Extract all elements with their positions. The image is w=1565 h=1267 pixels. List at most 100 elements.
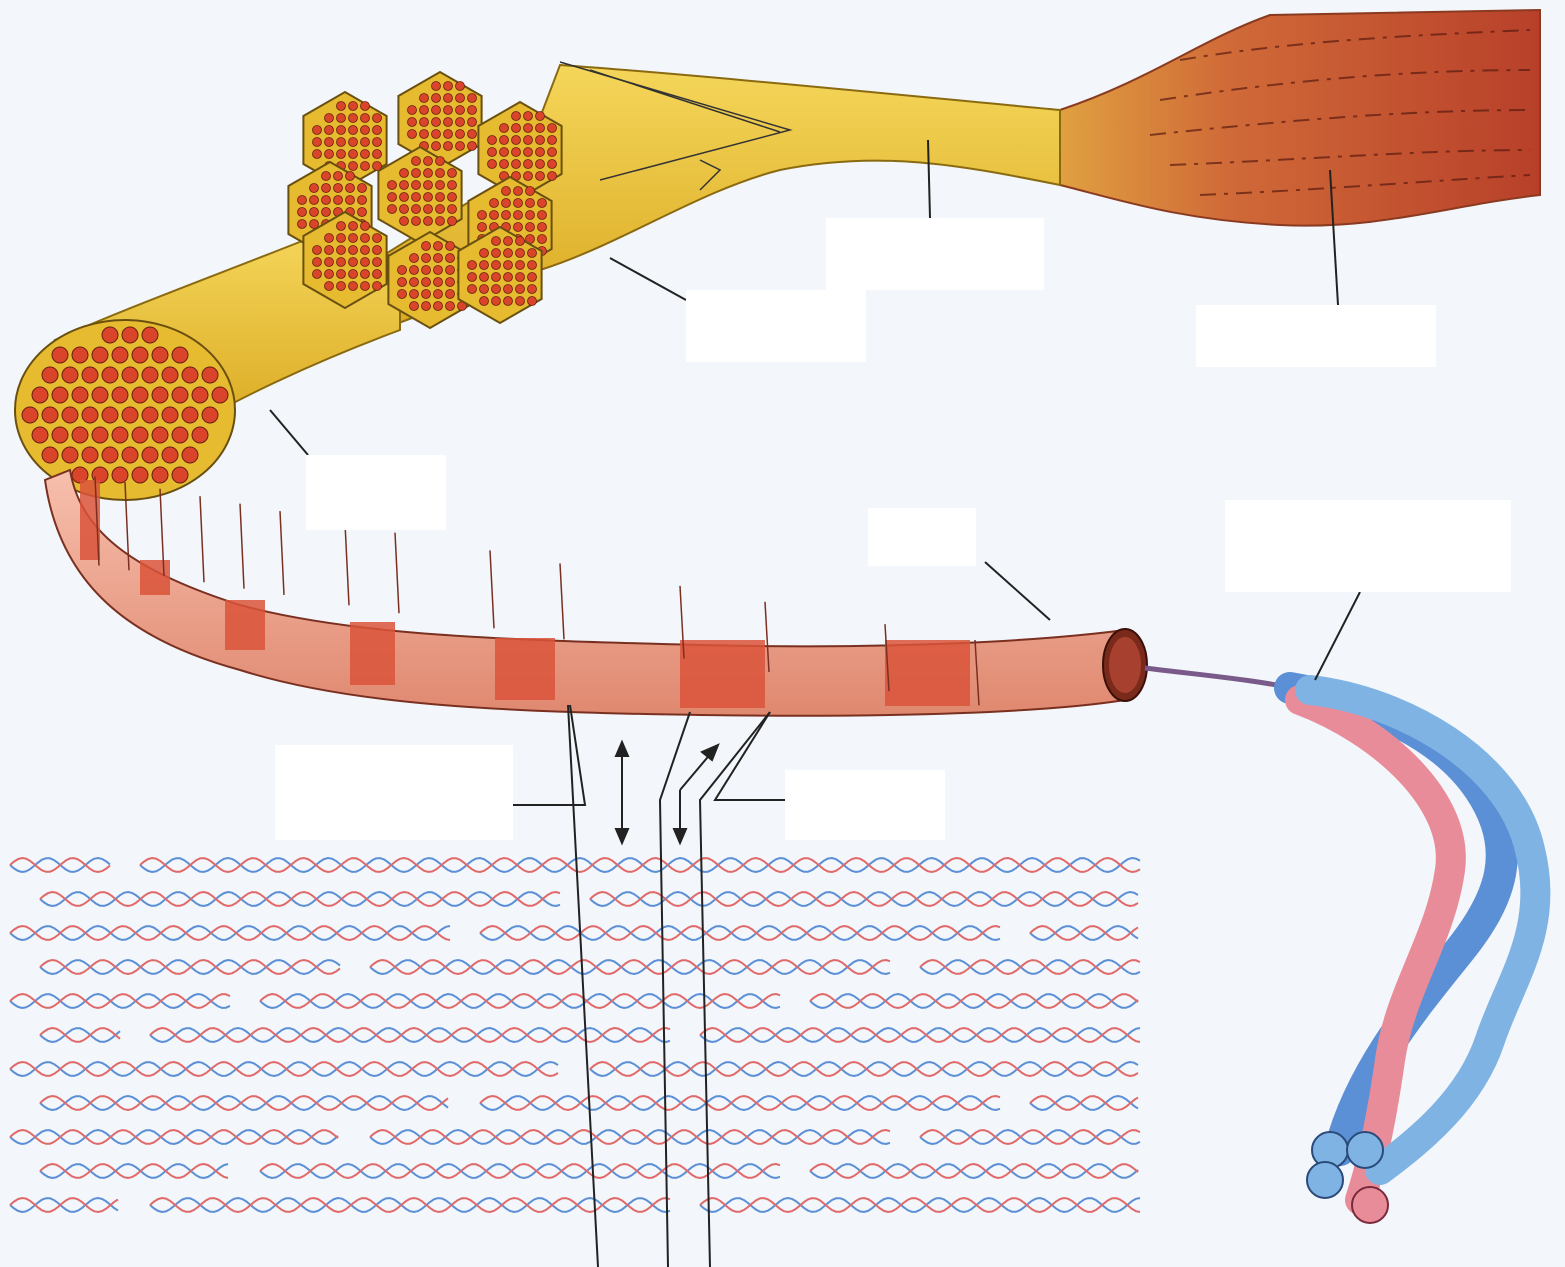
fiber-dot bbox=[468, 130, 477, 139]
fiber-dot bbox=[373, 126, 382, 135]
fiber-dot bbox=[62, 447, 78, 463]
fiber-dot bbox=[524, 112, 533, 121]
fiber-dot bbox=[488, 136, 497, 145]
fiber-dot bbox=[504, 237, 513, 246]
fiber-dot bbox=[358, 196, 367, 205]
fiber-dot bbox=[152, 387, 168, 403]
fiber-dot bbox=[492, 237, 501, 246]
fiber-dot bbox=[514, 211, 523, 220]
fiber-dot bbox=[528, 285, 537, 294]
fiber-dot bbox=[502, 199, 511, 208]
fiber-dot bbox=[538, 223, 547, 232]
fiber-dot bbox=[434, 254, 443, 263]
fiber-dot bbox=[434, 278, 443, 287]
fiber-dot bbox=[373, 234, 382, 243]
fiber-dot bbox=[528, 249, 537, 258]
fiber-dot bbox=[536, 124, 545, 133]
fiber-dot bbox=[349, 150, 358, 159]
fiber-dot bbox=[361, 150, 370, 159]
fiber-dot bbox=[358, 184, 367, 193]
fiber-dot bbox=[325, 126, 334, 135]
fiber-dot bbox=[182, 407, 198, 423]
fiber-dot bbox=[410, 290, 419, 299]
fiber-dot bbox=[432, 130, 441, 139]
fiber-dot bbox=[524, 148, 533, 157]
fiber-dot bbox=[526, 211, 535, 220]
helix-strand-red bbox=[150, 1198, 670, 1212]
fiber-dot bbox=[512, 136, 521, 145]
fiber-dot bbox=[524, 172, 533, 181]
fiber-dot bbox=[361, 114, 370, 123]
fiber-dot bbox=[322, 208, 331, 217]
fiber-dot bbox=[412, 169, 421, 178]
fiber-dot bbox=[142, 367, 158, 383]
fiber-dot bbox=[448, 181, 457, 190]
fiber-dot bbox=[468, 94, 477, 103]
fiber-dot bbox=[444, 142, 453, 151]
fiber-dot bbox=[538, 199, 547, 208]
fiber-dot bbox=[346, 196, 355, 205]
helix-strand-blue bbox=[40, 892, 560, 906]
fascicle-cross-section bbox=[15, 320, 235, 500]
helix-strand-blue bbox=[370, 1130, 890, 1144]
fiber-dot bbox=[480, 285, 489, 294]
fiber-dot bbox=[456, 118, 465, 127]
fiber-dot bbox=[480, 261, 489, 270]
helix-strand-blue bbox=[260, 1164, 780, 1178]
fiber-dot bbox=[152, 347, 168, 363]
fiber-dot bbox=[334, 184, 343, 193]
fiber-dot bbox=[325, 114, 334, 123]
fiber-dot bbox=[448, 217, 457, 226]
fiber-dot bbox=[456, 142, 465, 151]
muscle-belly bbox=[1060, 10, 1540, 226]
helix-strand-red bbox=[10, 858, 110, 872]
fiber-dot bbox=[420, 106, 429, 115]
fibril bbox=[45, 470, 1147, 716]
fiber-dot bbox=[72, 427, 88, 443]
fiber-dot bbox=[82, 447, 98, 463]
fiber-dot bbox=[373, 138, 382, 147]
fiber-dot bbox=[444, 94, 453, 103]
fiber-dot bbox=[152, 427, 168, 443]
fiber-dot bbox=[349, 222, 358, 231]
fiber-dot bbox=[400, 217, 409, 226]
fiber-dot bbox=[408, 130, 417, 139]
fiber-dot bbox=[358, 208, 367, 217]
fiber-dot bbox=[432, 94, 441, 103]
fibril-seam bbox=[240, 504, 244, 589]
fiber-dot bbox=[337, 270, 346, 279]
helix-strand-blue bbox=[150, 1028, 670, 1042]
fiber-dot bbox=[412, 181, 421, 190]
fiber-dot bbox=[516, 285, 525, 294]
fiber-dot bbox=[516, 261, 525, 270]
fiber-dot bbox=[412, 217, 421, 226]
fibril-dark-band bbox=[885, 640, 970, 706]
fiber-dot bbox=[334, 172, 343, 181]
fiber-dot bbox=[349, 102, 358, 111]
fiber-dot bbox=[349, 270, 358, 279]
fiber-dot bbox=[337, 102, 346, 111]
fiber-dot bbox=[500, 124, 509, 133]
fiber-dot bbox=[468, 106, 477, 115]
fiber-dot bbox=[361, 162, 370, 171]
fiber-dot bbox=[349, 258, 358, 267]
fiber-dot bbox=[172, 347, 188, 363]
fiber-dot bbox=[313, 126, 322, 135]
fiber-dot bbox=[142, 407, 158, 423]
fiber-dot bbox=[478, 223, 487, 232]
label-fibril bbox=[868, 508, 976, 566]
helix-strand-red bbox=[810, 994, 1138, 1008]
fiber-dot bbox=[42, 407, 58, 423]
fiber-dot bbox=[310, 208, 319, 217]
fiber-dot bbox=[492, 285, 501, 294]
fiber-dot bbox=[456, 94, 465, 103]
fiber-dot bbox=[22, 407, 38, 423]
fiber-dot bbox=[432, 106, 441, 115]
fiber-dot bbox=[298, 196, 307, 205]
fiber-dot bbox=[436, 157, 445, 166]
fiber-dot bbox=[412, 193, 421, 202]
fiber-dot bbox=[182, 367, 198, 383]
fiber-dot bbox=[468, 285, 477, 294]
fiber-dot bbox=[62, 407, 78, 423]
fiber-dot bbox=[424, 193, 433, 202]
